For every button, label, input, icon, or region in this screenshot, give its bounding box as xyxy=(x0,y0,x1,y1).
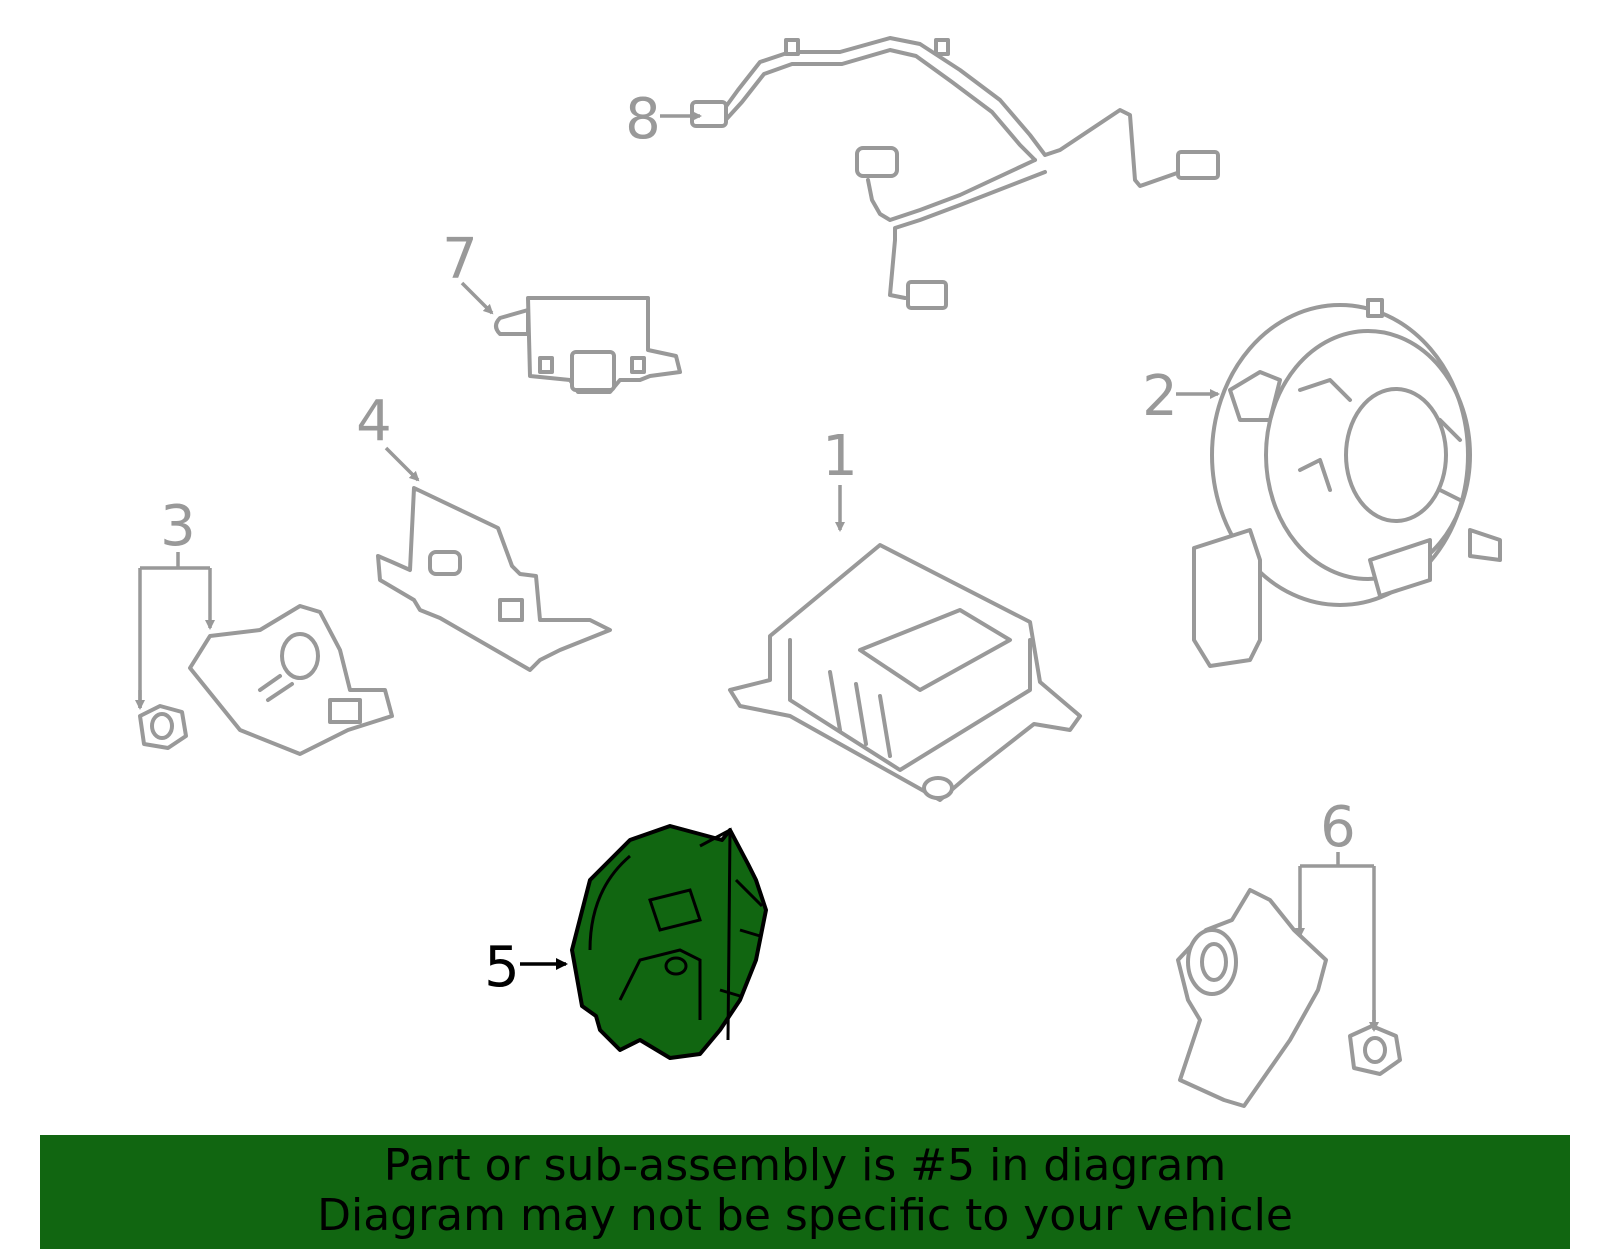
leader-lines xyxy=(135,111,1379,1032)
part-7-sensor[interactable] xyxy=(494,296,682,394)
callout-7[interactable]: 7 xyxy=(442,227,478,292)
part-4-bracket[interactable] xyxy=(376,486,612,672)
info-banner: Part or sub-assembly is #5 in diagram Di… xyxy=(40,1135,1570,1249)
callout-5[interactable]: 5 xyxy=(484,935,520,1000)
callout-1[interactable]: 1 xyxy=(822,424,858,489)
banner-line-part-number: Part or sub-assembly is #5 in diagram xyxy=(383,1140,1227,1191)
callout-8[interactable]: 8 xyxy=(625,87,661,152)
part-6-sensor[interactable] xyxy=(1176,888,1402,1108)
banner-line-disclaimer: Diagram may not be specific to your vehi… xyxy=(317,1190,1293,1241)
callout-4[interactable]: 4 xyxy=(356,389,392,454)
part-3-sensor[interactable] xyxy=(138,604,394,756)
callout-3[interactable]: 3 xyxy=(160,494,196,559)
callout-labels: 1 2 3 4 5 6 7 8 xyxy=(160,87,1356,1000)
part-8-wiring-harness[interactable] xyxy=(690,36,1220,310)
part-2-clock-spring[interactable] xyxy=(1192,298,1502,668)
part-1-control-module[interactable] xyxy=(728,543,1082,802)
callout-2[interactable]: 2 xyxy=(1142,364,1178,429)
part-5-clock-spring-highlighted[interactable] xyxy=(570,824,768,1060)
callout-6[interactable]: 6 xyxy=(1320,795,1356,860)
